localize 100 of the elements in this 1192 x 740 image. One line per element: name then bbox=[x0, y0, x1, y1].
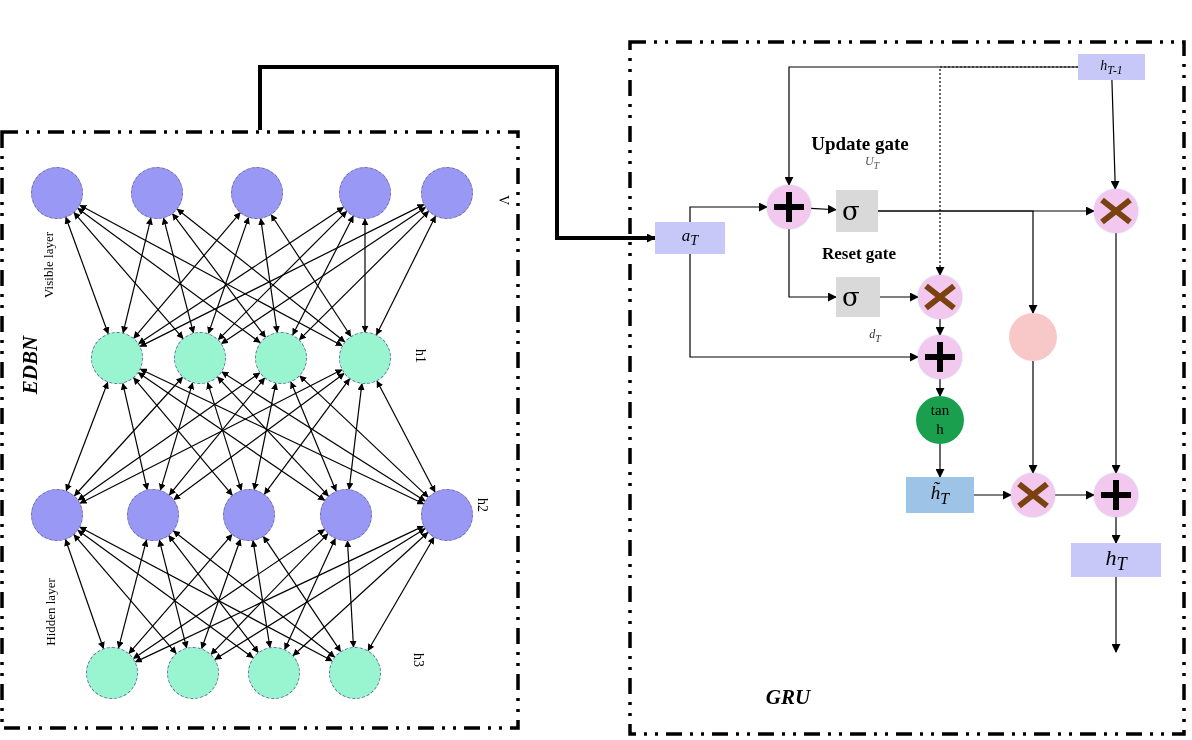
arrow bbox=[139, 368, 425, 505]
arrow bbox=[361, 218, 369, 333]
variable-label: d$_{T}$ bbox=[869, 328, 881, 344]
vector-label: h̃$_{T}$ bbox=[930, 482, 950, 508]
arrow bbox=[207, 216, 250, 335]
arrow bbox=[292, 215, 354, 336]
gate-circle bbox=[1009, 313, 1057, 361]
sigma-symbol: σ bbox=[842, 196, 860, 226]
neuron-circle bbox=[131, 167, 183, 219]
arrow bbox=[375, 215, 437, 336]
sigmoid-box bbox=[836, 277, 880, 317]
arrow bbox=[121, 217, 153, 334]
arrow bbox=[344, 540, 357, 648]
neuron-circle bbox=[174, 332, 226, 384]
arrow bbox=[79, 369, 343, 504]
arrow bbox=[290, 381, 337, 492]
arrow bbox=[298, 210, 430, 341]
arrow bbox=[157, 539, 189, 649]
arrow bbox=[788, 228, 837, 302]
neuron-circle bbox=[31, 167, 83, 219]
neuron-circle bbox=[231, 167, 283, 219]
tanh-label: tan h bbox=[929, 401, 951, 439]
arrow bbox=[270, 214, 352, 337]
arrow bbox=[935, 378, 945, 397]
dotted-arrow bbox=[935, 66, 1079, 276]
arrow bbox=[128, 534, 233, 654]
arrow bbox=[221, 371, 426, 502]
neuron-circle bbox=[248, 647, 300, 699]
arrow bbox=[689, 202, 768, 223]
arrow bbox=[1111, 576, 1121, 653]
arrow bbox=[1111, 232, 1121, 474]
arrow bbox=[217, 210, 348, 341]
layer-label: Visible layer bbox=[41, 232, 55, 298]
arrow bbox=[221, 206, 426, 345]
arrow bbox=[172, 213, 266, 338]
arrow bbox=[138, 206, 344, 345]
tanh-circle bbox=[916, 396, 964, 444]
arrow bbox=[73, 534, 177, 654]
arrow bbox=[367, 536, 435, 652]
arrow bbox=[64, 538, 105, 650]
arrow bbox=[173, 372, 345, 501]
arrow bbox=[877, 210, 1038, 314]
add-operator-circle bbox=[767, 185, 811, 229]
neuron-circle bbox=[167, 647, 219, 699]
arrow bbox=[784, 66, 1079, 186]
arrow bbox=[77, 372, 261, 501]
arrow bbox=[252, 382, 278, 491]
vector-label: h$_{T-1}$ bbox=[1100, 57, 1123, 77]
layer-label: h2 bbox=[475, 498, 489, 512]
gate-label: Update gate bbox=[811, 133, 909, 153]
arrow bbox=[172, 530, 336, 658]
arrow bbox=[810, 204, 837, 214]
arrow bbox=[214, 528, 426, 660]
arrow bbox=[346, 383, 365, 490]
add-operator-circle bbox=[918, 335, 962, 379]
vector-box bbox=[1071, 543, 1161, 577]
arrow bbox=[263, 378, 351, 495]
arrow bbox=[292, 531, 429, 657]
arrow bbox=[217, 376, 329, 497]
arrow bbox=[168, 535, 259, 653]
arrow bbox=[120, 382, 150, 491]
arrow bbox=[77, 529, 254, 659]
arrow bbox=[168, 377, 266, 496]
arrow bbox=[299, 375, 429, 498]
layer-label: V bbox=[496, 194, 510, 206]
arrow bbox=[206, 382, 243, 491]
layer-label: Hidden layer bbox=[43, 578, 57, 646]
arrow bbox=[79, 204, 343, 347]
arrow bbox=[1111, 516, 1121, 544]
arrow bbox=[79, 526, 333, 662]
arrow bbox=[158, 382, 195, 491]
neuron-circle bbox=[86, 647, 138, 699]
arrow bbox=[161, 217, 196, 334]
arrow bbox=[258, 218, 280, 333]
arrow bbox=[139, 204, 425, 347]
sigmoid-box bbox=[836, 190, 878, 232]
neuron-circle bbox=[127, 489, 179, 541]
vector-label: h$_{T}$ bbox=[1105, 544, 1127, 576]
panel-title: EDBN bbox=[19, 335, 41, 395]
arrow bbox=[65, 381, 109, 492]
arrow bbox=[134, 525, 425, 663]
arrow bbox=[1110, 79, 1120, 190]
variable-label: U$_{T}$ bbox=[864, 155, 880, 171]
neuron-circle bbox=[223, 489, 275, 541]
panel-title: GRU bbox=[765, 686, 811, 708]
arrow bbox=[935, 443, 945, 478]
arrow bbox=[376, 380, 436, 493]
neuron-circle bbox=[320, 489, 372, 541]
vector-box bbox=[1078, 54, 1145, 80]
multiply-operator-circle bbox=[1011, 473, 1055, 517]
neuron-circle bbox=[329, 647, 381, 699]
arrow bbox=[250, 540, 273, 648]
arrow bbox=[973, 490, 1012, 500]
arrow bbox=[1054, 490, 1095, 500]
arrow bbox=[137, 372, 326, 501]
layer-label: h3 bbox=[411, 653, 425, 667]
vector-label: a$_{T}$ bbox=[681, 226, 699, 250]
vector-box bbox=[655, 222, 725, 254]
arrow bbox=[879, 292, 919, 302]
neuron-circle bbox=[91, 332, 143, 384]
